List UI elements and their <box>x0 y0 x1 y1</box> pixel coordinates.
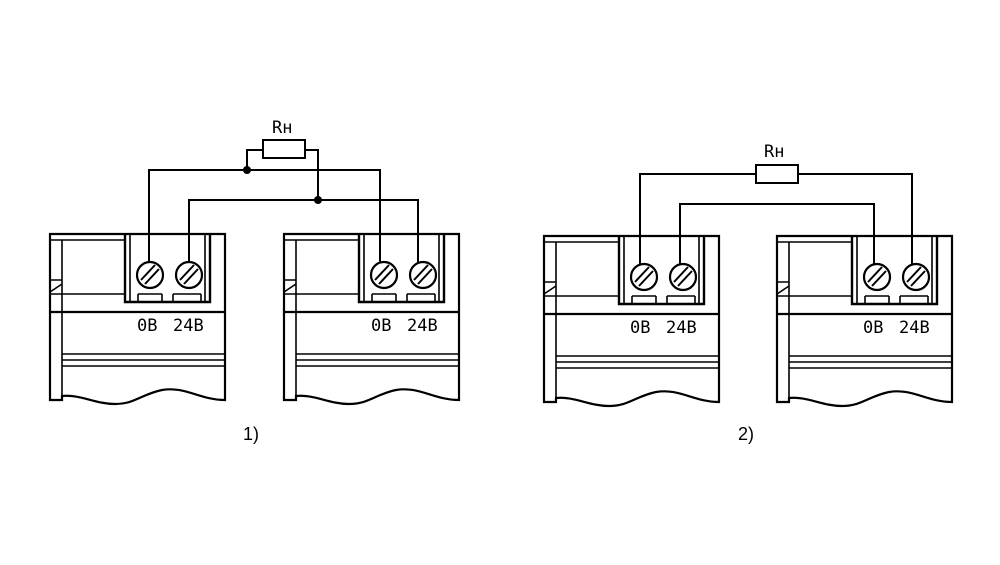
terminal-label-0v: 0В <box>371 316 391 336</box>
diagram-caption: 2) <box>738 424 754 444</box>
resistor <box>755 164 799 184</box>
diagram-1: Rн 0В 24В 0В 24В 1) <box>48 118 461 444</box>
junction-dot <box>314 196 322 204</box>
resistor-label: Rн <box>272 118 292 138</box>
diagram-2: Rн 0В 24В 0В 24В 2) <box>542 142 954 444</box>
resistor-label: Rн <box>764 142 784 162</box>
terminal-label-0v: 0В <box>137 316 157 336</box>
junction-dot <box>243 166 251 174</box>
diagram-caption: 1) <box>243 424 259 444</box>
terminal-label-0v: 0В <box>863 318 883 338</box>
terminal-label-0v: 0В <box>630 318 650 338</box>
wiring <box>148 149 419 262</box>
terminal-label-24v: 24В <box>173 316 204 336</box>
terminal-label-24v: 24В <box>407 316 438 336</box>
wiring <box>639 173 913 264</box>
resistor <box>262 139 306 159</box>
terminal-label-24v: 24В <box>666 318 697 338</box>
terminal-label-24v: 24В <box>899 318 930 338</box>
